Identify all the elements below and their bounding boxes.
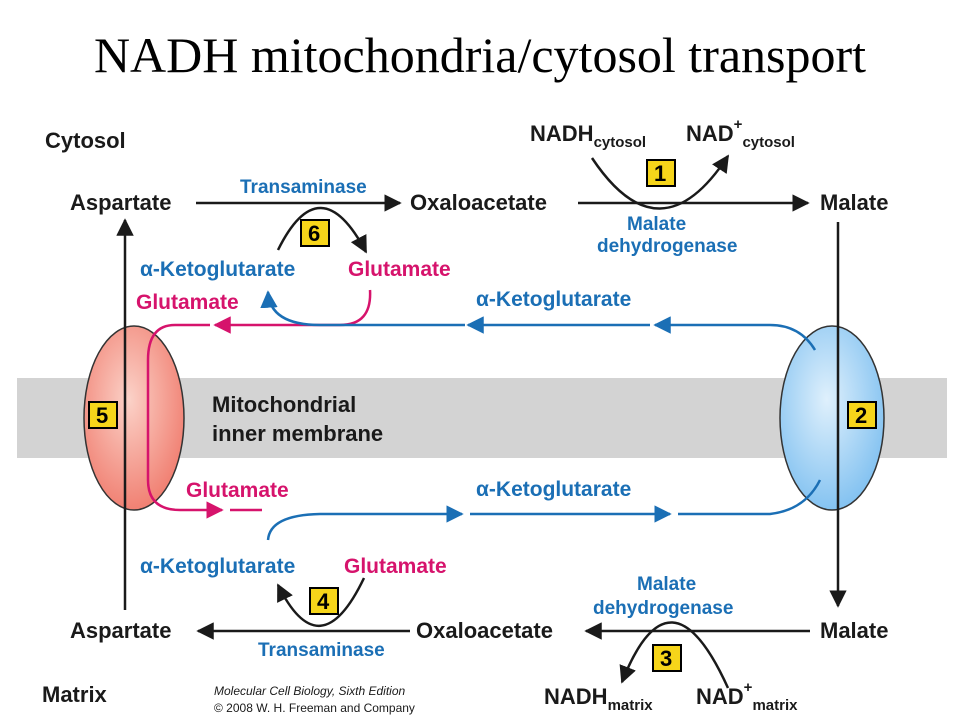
step-5-number: 5	[96, 403, 108, 428]
blue-akg-lower-to-transporter	[678, 479, 822, 516]
matrix-nadh: NADHmatrix	[544, 684, 653, 714]
cytosol-transaminase-curve	[276, 206, 368, 254]
step-3-box	[652, 644, 682, 672]
matrix-oxaloacetate: Oxaloacetate	[416, 618, 553, 643]
step-2-box	[847, 401, 877, 429]
cytosol-nadh: NADHcytosol	[530, 121, 646, 151]
cytosol-akg: α-Ketoglutarate	[140, 258, 295, 281]
matrix-akg: α-Ketoglutarate	[140, 555, 295, 578]
transporter-5	[83, 325, 185, 511]
cytosol-malate: Malate	[820, 190, 888, 215]
matrix-transaminase-curve	[276, 577, 366, 628]
transport-glutamate-top: Glutamate	[136, 291, 239, 314]
blue-akg-upper-to-cytosol	[260, 290, 465, 327]
matrix-mdh-line1: Malate	[637, 574, 696, 595]
step-6-number: 6	[308, 221, 320, 246]
cytosol-oxaloacetate: Oxaloacetate	[410, 190, 547, 215]
cytosol-aspartate: Aspartate	[70, 190, 171, 215]
matrix-mdh-curve	[619, 621, 730, 689]
cytosol-label: Cytosol	[45, 128, 126, 153]
transport-akg-top: α-Ketoglutarate	[476, 288, 631, 311]
matrix-label: Matrix	[42, 682, 108, 707]
matrix-malate: Malate	[820, 618, 888, 643]
step-6-box	[300, 219, 330, 247]
cytosol-mdh-line1: Malate	[627, 214, 686, 235]
matrix-aspartate: Aspartate	[70, 618, 171, 643]
membrane-label-line2: inner membrane	[212, 421, 383, 446]
step-1-number: 1	[654, 161, 666, 186]
step-4-number: 4	[317, 589, 330, 614]
blue-akg-export-upper	[653, 316, 817, 351]
matrix-transaminase-label: Transaminase	[258, 640, 385, 661]
credit-line1: Molecular Cell Biology, Sixth Edition	[214, 684, 406, 698]
page-title: NADH mitochondria/cytosol transport	[93, 27, 867, 83]
cytosol-mdh-line2: dehydrogenase	[597, 236, 737, 257]
transporter-2	[779, 325, 885, 511]
cytosol-transaminase-label: Transaminase	[240, 177, 367, 198]
membrane-label-line1: Mitochondrial	[212, 392, 356, 417]
step-1-box	[646, 159, 676, 187]
step-3-number: 3	[660, 646, 672, 671]
step-5-box	[88, 401, 118, 429]
transport-glutamate-bottom: Glutamate	[186, 479, 289, 502]
credit-line2: © 2008 W. H. Freeman and Company	[214, 701, 415, 715]
cytosol-nad: NAD+cytosol	[686, 116, 795, 151]
step-4-box	[309, 587, 339, 615]
cytosol-mdh-curve	[590, 154, 730, 210]
transport-akg-bottom: α-Ketoglutarate	[476, 478, 631, 501]
cytosol-glutamate: Glutamate	[348, 258, 451, 281]
step-2-number: 2	[855, 403, 867, 428]
matrix-nad: NAD+matrix	[696, 679, 798, 714]
pink-glutamate-through-membrane	[146, 323, 224, 519]
blue-akg-lower-start	[266, 505, 464, 541]
matrix-mdh-line2: dehydrogenase	[593, 598, 733, 619]
matrix-glutamate: Glutamate	[344, 555, 447, 578]
